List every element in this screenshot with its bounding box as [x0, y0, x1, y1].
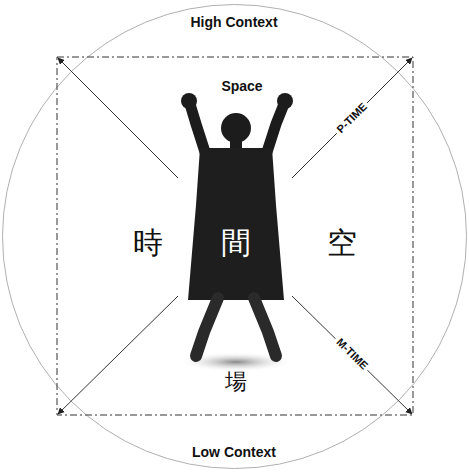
diagonal-arrow [58, 58, 178, 178]
person-silhouette [178, 93, 294, 372]
outer-circle [3, 5, 467, 469]
diagonal-arrow [292, 58, 412, 178]
kanji-label: 場 [225, 371, 247, 393]
axis-label: Low Context [192, 445, 276, 459]
kanji-label: 時 [133, 228, 163, 258]
kanji-label: 間 [221, 228, 251, 258]
diagonal-arrow [292, 296, 412, 414]
axis-label: High Context [190, 15, 277, 29]
diagonal-arrow [58, 296, 178, 414]
axis-label: P-TIME [332, 98, 372, 138]
kanji-label: 空 [327, 228, 357, 258]
dashed-square [57, 57, 413, 415]
axis-label: M-TIME [331, 333, 372, 374]
axis-label: Space [221, 79, 262, 93]
